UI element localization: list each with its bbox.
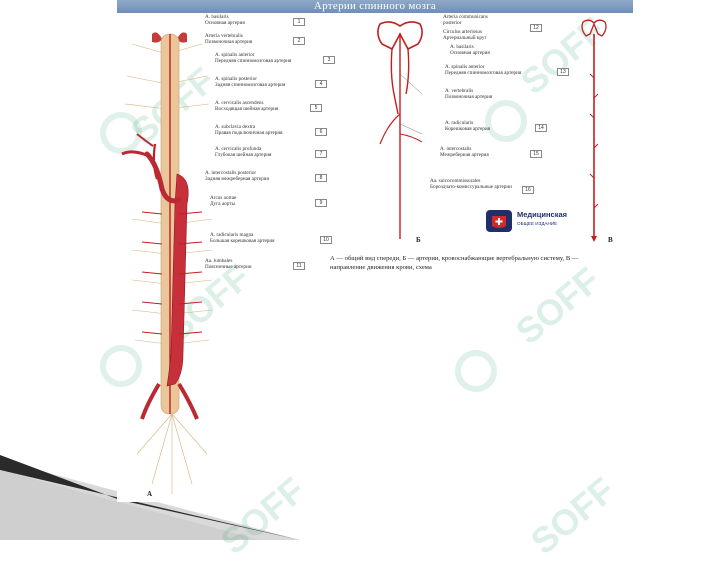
publisher-name: Медицинская: [517, 210, 568, 219]
panel-letter-a: А: [147, 490, 153, 498]
label-ref-box: 9: [315, 199, 327, 207]
label-ref-box: 16: [522, 186, 534, 194]
publisher-logo-icon: [486, 210, 512, 232]
panel-letter-v: В: [608, 236, 613, 244]
label-ref-box: 12: [530, 24, 542, 32]
label-ref-box: 15: [530, 150, 542, 158]
label-ref-box: 14: [535, 124, 547, 132]
label-ref-box: 11: [293, 262, 305, 270]
label-ref-box: 7: [315, 150, 327, 158]
label-ref-box: 3: [323, 56, 335, 64]
vertebral-arteries-diagram: [377, 21, 423, 239]
label-ref-box: 4: [315, 80, 327, 88]
label-ref-box: 1: [293, 18, 305, 26]
label-ref-box: 10: [320, 236, 332, 244]
panel-letter-b: Б: [416, 236, 421, 244]
plate-title-bar: [117, 0, 633, 13]
label-ref-box: 5: [310, 104, 322, 112]
publisher-subtitle: ОБЩЕЕ ИЗДАНИЕ: [517, 221, 558, 226]
label-ref-box: 13: [557, 68, 569, 76]
label-ref-box: 6: [315, 128, 327, 136]
label-ref-box: 8: [315, 174, 327, 182]
figure-caption: А — общий вид спереди, Б — артерии, кров…: [330, 255, 579, 271]
blood-flow-direction-diagram: [581, 19, 607, 242]
plate-title: Артерии спинного мозга: [313, 0, 437, 12]
spinal-cord-arteries-illustration: [121, 32, 213, 494]
label-ref-box: 2: [293, 37, 305, 45]
